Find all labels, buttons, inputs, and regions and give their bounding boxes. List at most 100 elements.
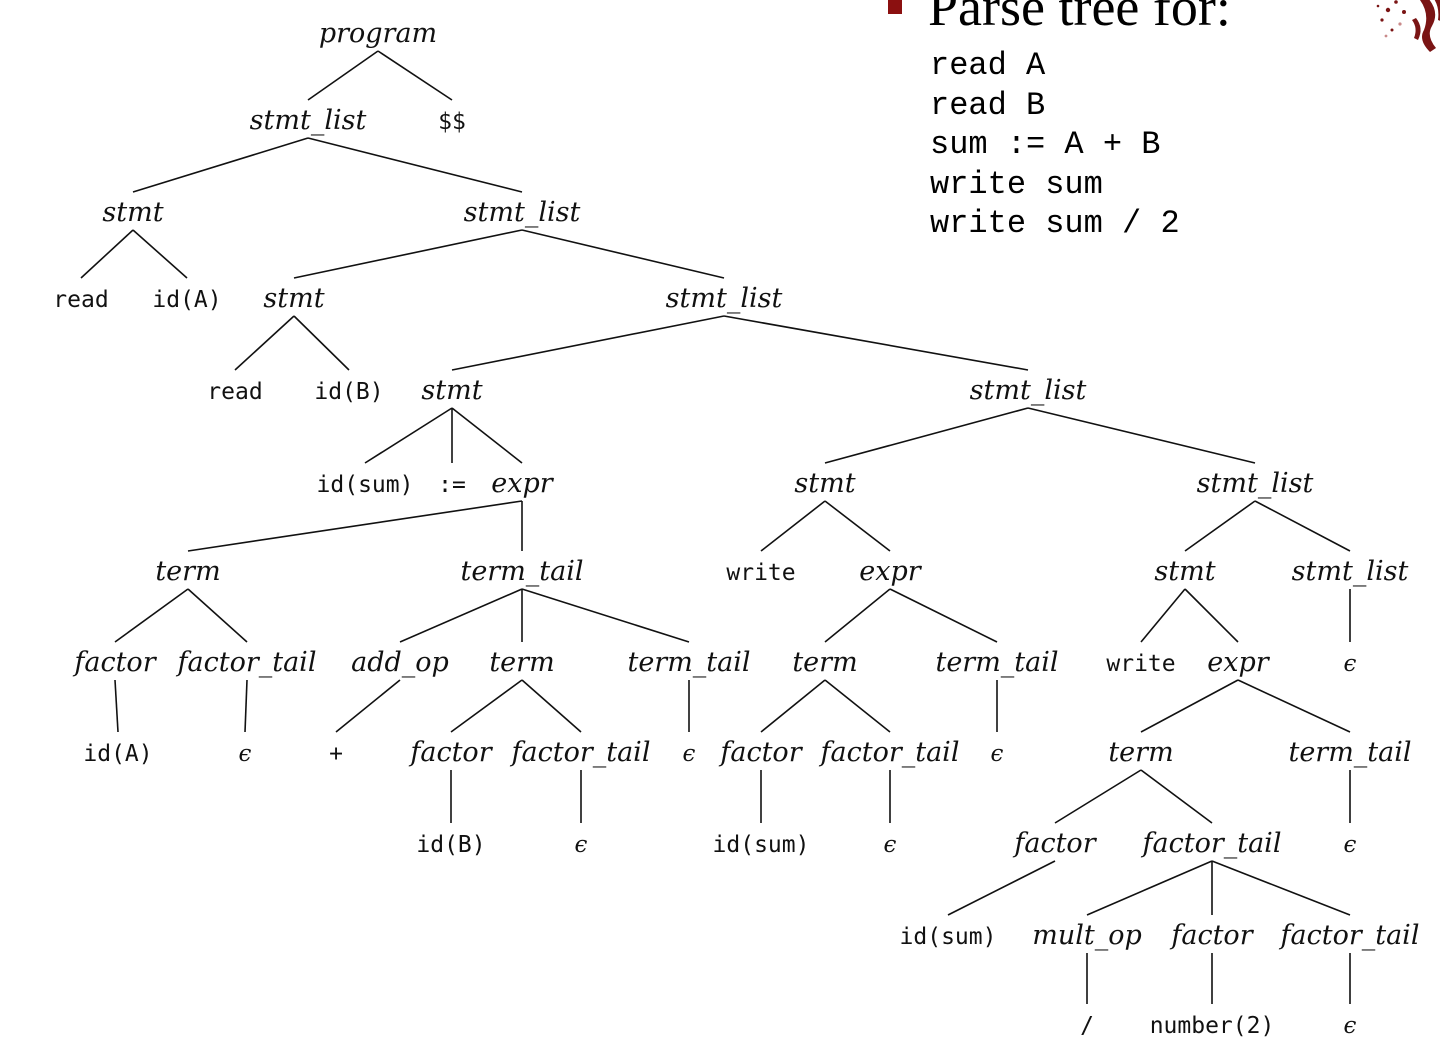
tree-edge (521, 588, 690, 643)
node-id-b: id(B) (314, 379, 383, 405)
node-epsilon: ϵ (683, 741, 696, 767)
node-read: read (53, 287, 108, 313)
node-add-op: add_op (351, 647, 449, 678)
node-term: term (155, 556, 220, 587)
tree-edge (760, 500, 826, 552)
node-id-a: id(A) (83, 741, 152, 767)
node-epsilon: ϵ (1344, 832, 1357, 858)
node-term: term (1108, 737, 1173, 768)
node-expr: expr (491, 468, 554, 499)
code-line: read A (930, 47, 1046, 84)
tree-edge (114, 679, 119, 733)
node-term-tail: term_tail (1288, 737, 1411, 768)
node-id-sum: id(sum) (900, 924, 997, 950)
node-term-tail: term_tail (935, 647, 1058, 678)
tree-edge (1027, 407, 1256, 464)
node-plus: + (329, 741, 343, 767)
tree-edge (521, 679, 582, 733)
node-write: write (1106, 651, 1175, 677)
tree-edge (307, 50, 379, 101)
tree-edge (824, 500, 891, 552)
node-factor-tail: factor_tail (1141, 828, 1282, 859)
node-factor-tail: factor_tail (819, 737, 960, 768)
node-id-b: id(B) (416, 832, 485, 858)
node-program: program (319, 18, 437, 49)
tree-edge (1184, 500, 1256, 552)
node-stmt: stmt (794, 468, 855, 499)
node-factor: factor (718, 737, 803, 768)
node-slash: / (1080, 1013, 1094, 1039)
tree-edge (824, 679, 891, 733)
code-line: sum := A + B (930, 126, 1161, 163)
code-line: write sum / 2 (930, 205, 1180, 242)
node-factor-tail: factor_tail (510, 737, 651, 768)
node-write: write (726, 560, 795, 586)
tree-edge (889, 588, 998, 643)
node-stmt-list: stmt_list (970, 375, 1087, 406)
node-epsilon: ϵ (1344, 1013, 1357, 1039)
node-factor: factor (1169, 920, 1254, 951)
tree-edge (399, 588, 523, 643)
tree-edge (723, 315, 1029, 371)
tree-edge (1254, 500, 1351, 552)
tree-edge (80, 229, 134, 279)
tree-edge (947, 860, 1056, 916)
tree-edges (80, 50, 1351, 1004)
slide-title: Parse tree for: (928, 0, 1231, 37)
tree-edge (1054, 769, 1142, 824)
tree-edge (1086, 860, 1213, 916)
tree-edge (293, 229, 523, 279)
node-term: term (792, 647, 857, 678)
tree-edge (760, 679, 826, 733)
node-factor: factor (408, 737, 493, 768)
tree-edge (244, 679, 248, 733)
node-stmt: stmt (1154, 556, 1215, 587)
tree-edge (132, 137, 309, 193)
node-stmt: stmt (102, 197, 163, 228)
node-mult-op: mult_op (1032, 920, 1142, 951)
node-epsilon: ϵ (575, 832, 588, 858)
node-stmt-list: stmt_list (1197, 468, 1314, 499)
node-stmt: stmt (421, 375, 482, 406)
tree-edge (1237, 679, 1351, 733)
source-code-block: read A read B sum := A + B write sum wri… (930, 46, 1180, 244)
node-stmt-list: stmt_list (250, 105, 367, 136)
tree-edge (234, 315, 295, 371)
node-number-2: number(2) (1150, 1013, 1275, 1039)
node-term-tail: term_tail (627, 647, 750, 678)
node-stmt-list: stmt_list (464, 197, 581, 228)
node-epsilon: ϵ (1344, 651, 1357, 677)
tree-edge (307, 137, 523, 193)
code-line: read B (930, 86, 1046, 124)
tree-edge (451, 315, 725, 371)
node-end-marker: $$ (438, 109, 466, 135)
node-epsilon: ϵ (239, 741, 252, 767)
tree-edge (1140, 588, 1186, 643)
tree-edge (451, 407, 523, 464)
node-expr: expr (859, 556, 922, 587)
tree-edge (1140, 679, 1239, 733)
decorative-flourish-icon (1376, 0, 1440, 52)
tree-edge (1211, 860, 1351, 916)
node-epsilon: ϵ (884, 832, 897, 858)
tree-edge (824, 588, 891, 643)
tree-edge (132, 229, 188, 279)
node-term: term (489, 647, 554, 678)
node-stmt-list: stmt_list (666, 283, 783, 314)
node-stmt-list: stmt_list (1292, 556, 1409, 587)
tree-edge (824, 407, 1029, 464)
node-id-a: id(A) (152, 287, 221, 313)
node-factor-tail: factor_tail (1279, 920, 1420, 951)
tree-edge (450, 679, 523, 733)
node-factor: factor (72, 647, 157, 678)
node-id-sum: id(sum) (317, 472, 414, 498)
tree-edge (187, 500, 523, 552)
node-id-sum: id(sum) (713, 832, 810, 858)
node-expr: expr (1207, 647, 1270, 678)
tree-edge (187, 588, 248, 643)
node-factor: factor (1012, 828, 1097, 859)
tree-edge (1184, 588, 1239, 643)
